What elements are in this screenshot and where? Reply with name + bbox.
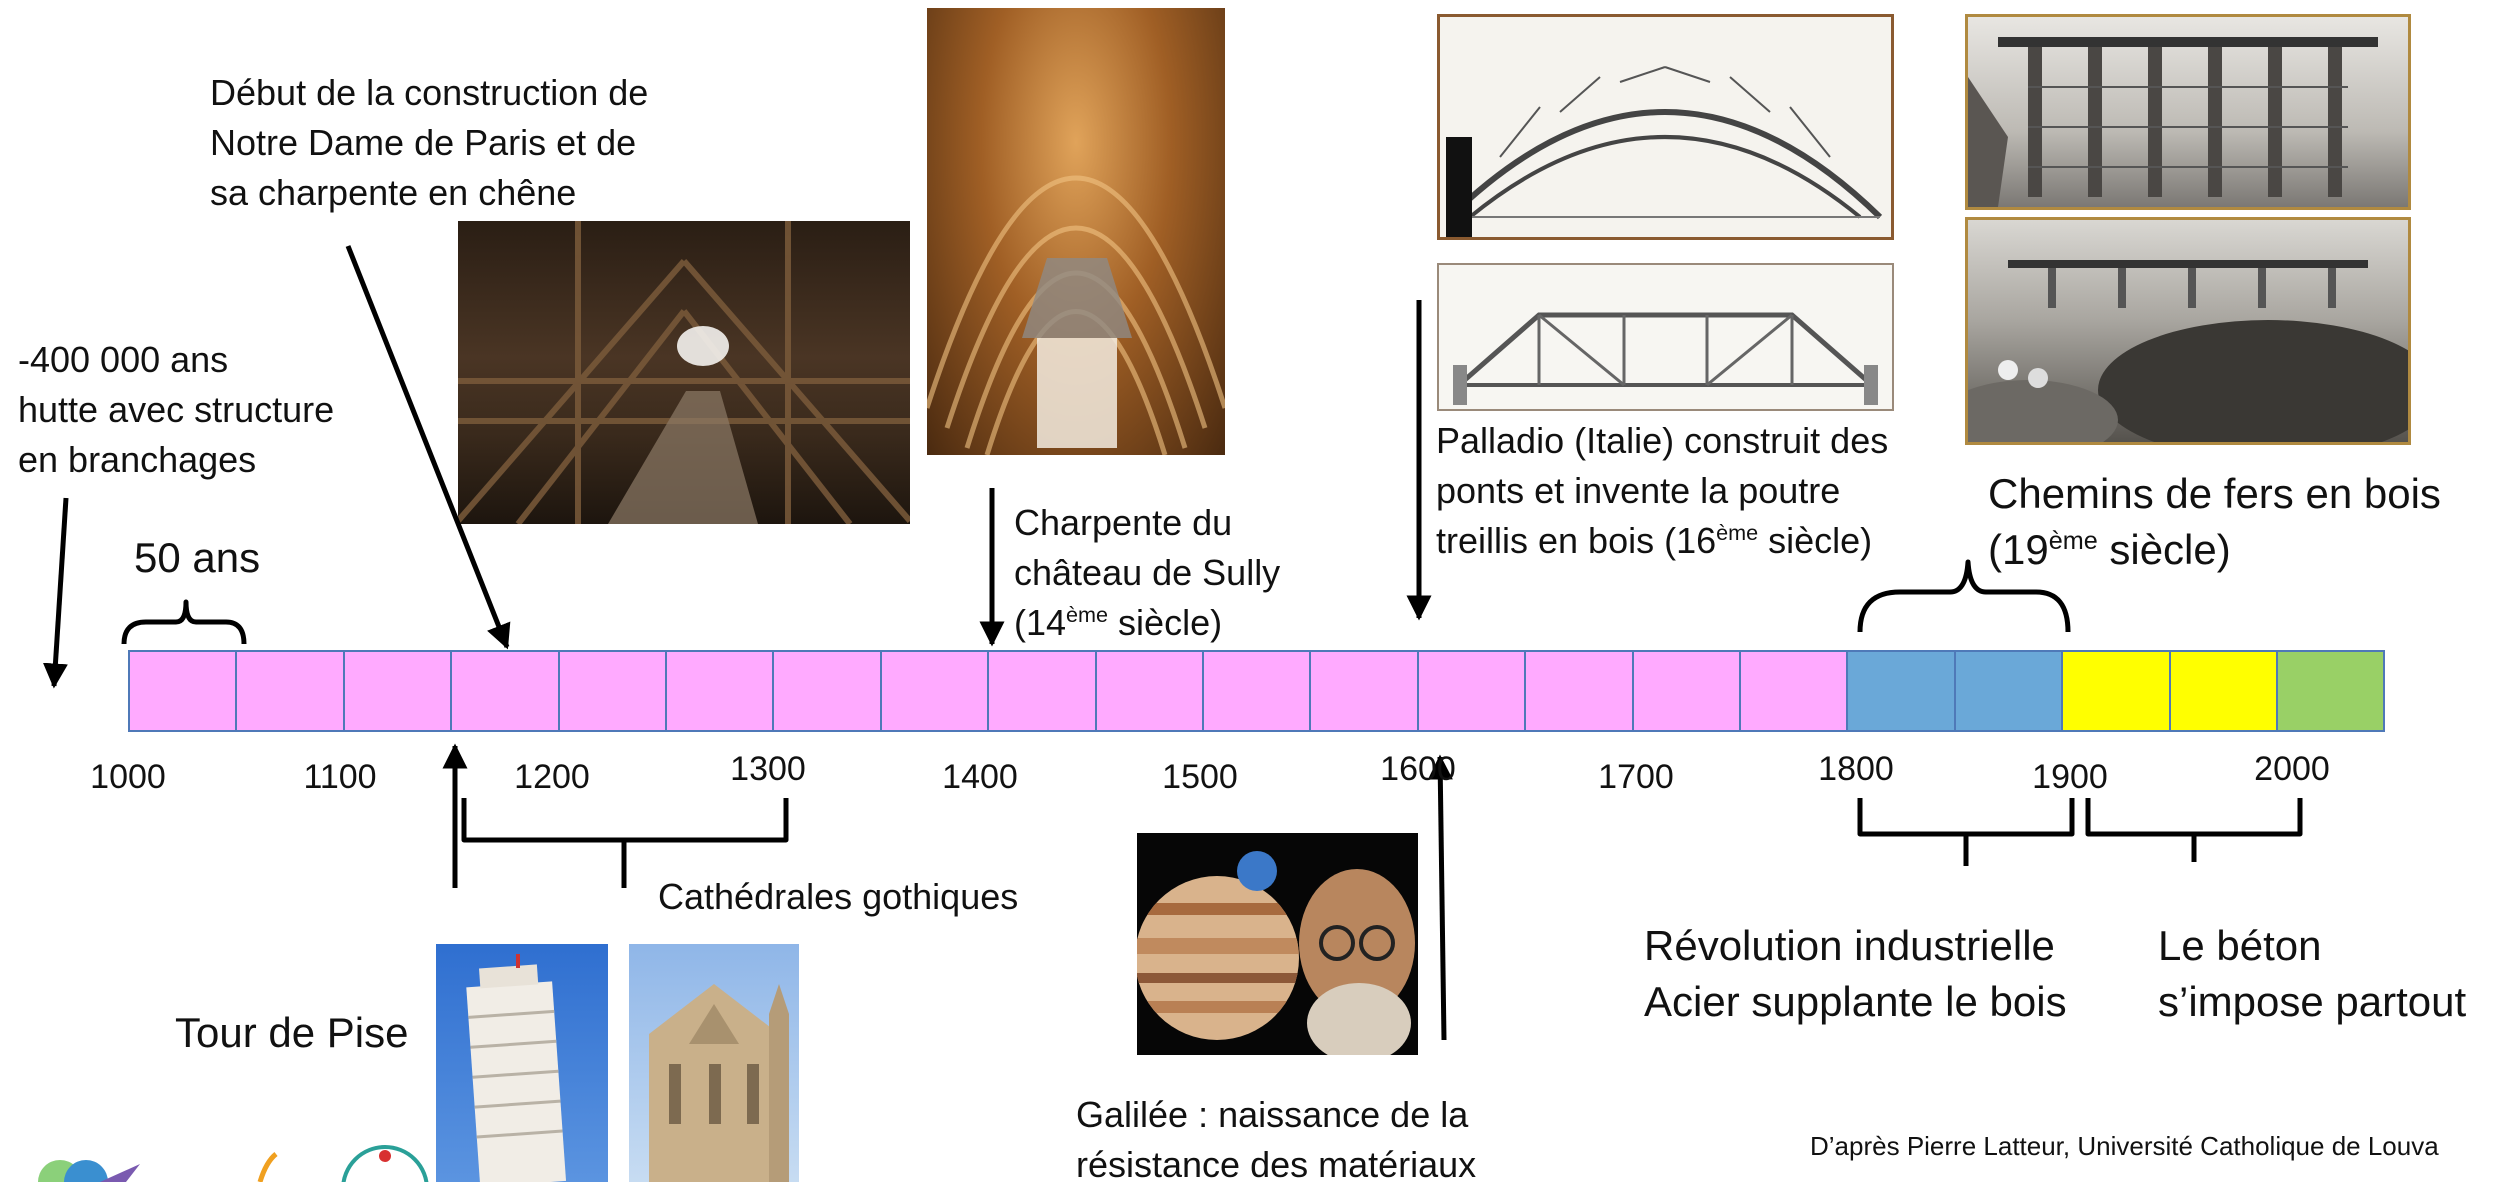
hut-line-1: -400 000 ans: [18, 339, 229, 380]
timeline-segment: [665, 650, 775, 732]
sully-line-3: (14ème siècle): [1014, 602, 1223, 643]
year-label-1800: 1800: [1818, 750, 1894, 788]
timeline-segment: [1953, 650, 2064, 732]
timeline-segment: [1094, 650, 1204, 732]
concrete-bracket: [2085, 798, 2303, 862]
timeline-segment: [879, 650, 990, 732]
timeline-segment: [772, 650, 882, 732]
year-label-1400: 1400: [942, 758, 1018, 796]
railway-line-1: Chemins de fers en bois: [1988, 470, 2441, 517]
timeline-segment: [235, 650, 345, 732]
hut-arrow: [42, 497, 69, 689]
year-label-1700: 1700: [1598, 758, 1674, 796]
palladio-truss-drawing: [1437, 263, 1894, 411]
timeline-segment: [1846, 650, 1956, 732]
timeline-segment: [987, 650, 1097, 732]
hut-line-3: en branchages: [18, 439, 257, 480]
timeline-segment: [1309, 650, 1419, 732]
sully-line-1: Charpente du: [1014, 502, 1233, 543]
pisa-tower-label: Tour de Pise: [175, 1009, 409, 1056]
notre-dame-line-1: Début de la construction de: [210, 72, 649, 113]
galileo-annotation: Galilée : naissance de la résistance des…: [1076, 1090, 1476, 1190]
year-label-1600: 1600: [1380, 750, 1456, 788]
notre-dame-line-3: sa charpente en chêne: [210, 172, 577, 213]
year-label-1900: 1900: [2032, 758, 2108, 796]
sully-annotation: Charpente du château de Sully (14ème siè…: [1014, 498, 1280, 648]
galileo-line-1: Galilée : naissance de la: [1076, 1094, 1469, 1135]
scale-brace: [121, 599, 247, 645]
sully-castle-roof-photo: [927, 8, 1225, 455]
palladio-line-1: Palladio (Italie) construit des: [1436, 420, 1889, 461]
railway-annotation: Chemins de fers en bois (19ème siècle): [1988, 466, 2441, 578]
palladio-line-2: ponts et invente la poutre: [1436, 470, 1841, 511]
galileo-arrow: [1427, 754, 1453, 1041]
timeline-segment: [128, 650, 238, 732]
notre-dame-attic-photo: [458, 221, 910, 524]
pisa-tower-photo: [436, 944, 608, 1182]
sully-line-2: château de Sully: [1014, 552, 1281, 593]
notre-dame-annotation: Début de la construction de Notre Dame d…: [210, 68, 648, 218]
concrete-line-1: Le béton: [2158, 922, 2322, 969]
partner-logo-mark: [256, 1152, 280, 1183]
gothic-cathedrals-label: Cathédrales gothiques: [658, 876, 1019, 917]
year-label-1200: 1200: [514, 758, 590, 796]
concrete-annotation: Le béton s’impose partout: [2158, 918, 2466, 1030]
timeline-segment: [1524, 650, 1634, 732]
industrial-line-2: Acier supplante le bois: [1644, 978, 2067, 1025]
year-label-1300: 1300: [730, 750, 806, 788]
railway-brace: [1857, 559, 2071, 633]
year-label-1100: 1100: [303, 758, 377, 796]
year-label-1500: 1500: [1162, 758, 1238, 796]
year-label-1000: 1000: [90, 758, 166, 796]
hut-line-2: hutte avec structure: [18, 389, 335, 430]
industrial-revolution-annotation: Révolution industrielle Acier supplante …: [1644, 918, 2067, 1030]
timeline-segment: [1416, 650, 1527, 732]
railway-viaduct-photo-1: [1965, 14, 2411, 210]
railway-viaduct-photo-2: [1965, 217, 2411, 445]
palladio-arch-bridge-drawing: [1437, 14, 1894, 240]
palladio-annotation: Palladio (Italie) construit des ponts et…: [1436, 416, 1888, 566]
source-credit: D’après Pierre Latteur, Université Catho…: [1810, 1131, 2439, 1161]
timeline-segment: [2276, 650, 2386, 732]
gothic-bracket: [461, 798, 789, 888]
timeline-segment: [1202, 650, 1312, 732]
hut-annotation: -400 000 ans hutte avec structure en bra…: [18, 335, 334, 485]
industrial-bracket: [1857, 798, 2075, 866]
galileo-jupiter-image: [1137, 833, 1418, 1055]
industrial-line-1: Révolution industrielle: [1644, 922, 2055, 969]
timeline-segment: [1739, 650, 1849, 732]
galileo-line-2: résistance des matériaux: [1076, 1144, 1477, 1185]
railway-line-2: (19ème siècle): [1988, 526, 2231, 573]
year-label-2000: 2000: [2254, 750, 2330, 788]
timeline-segment: [2168, 650, 2278, 732]
timeline-segment: [557, 650, 667, 732]
concrete-line-2: s’impose partout: [2158, 978, 2467, 1025]
scale-label: 50 ans: [134, 534, 261, 581]
timeline-segment: [2061, 650, 2171, 732]
notre-dame-line-2: Notre Dame de Paris et de: [210, 122, 637, 163]
gothic-cathedral-photo: [629, 944, 799, 1182]
notre-dame-arrow: [345, 245, 511, 650]
palladio-line-3: treillis en bois (16ème siècle): [1436, 520, 1873, 561]
